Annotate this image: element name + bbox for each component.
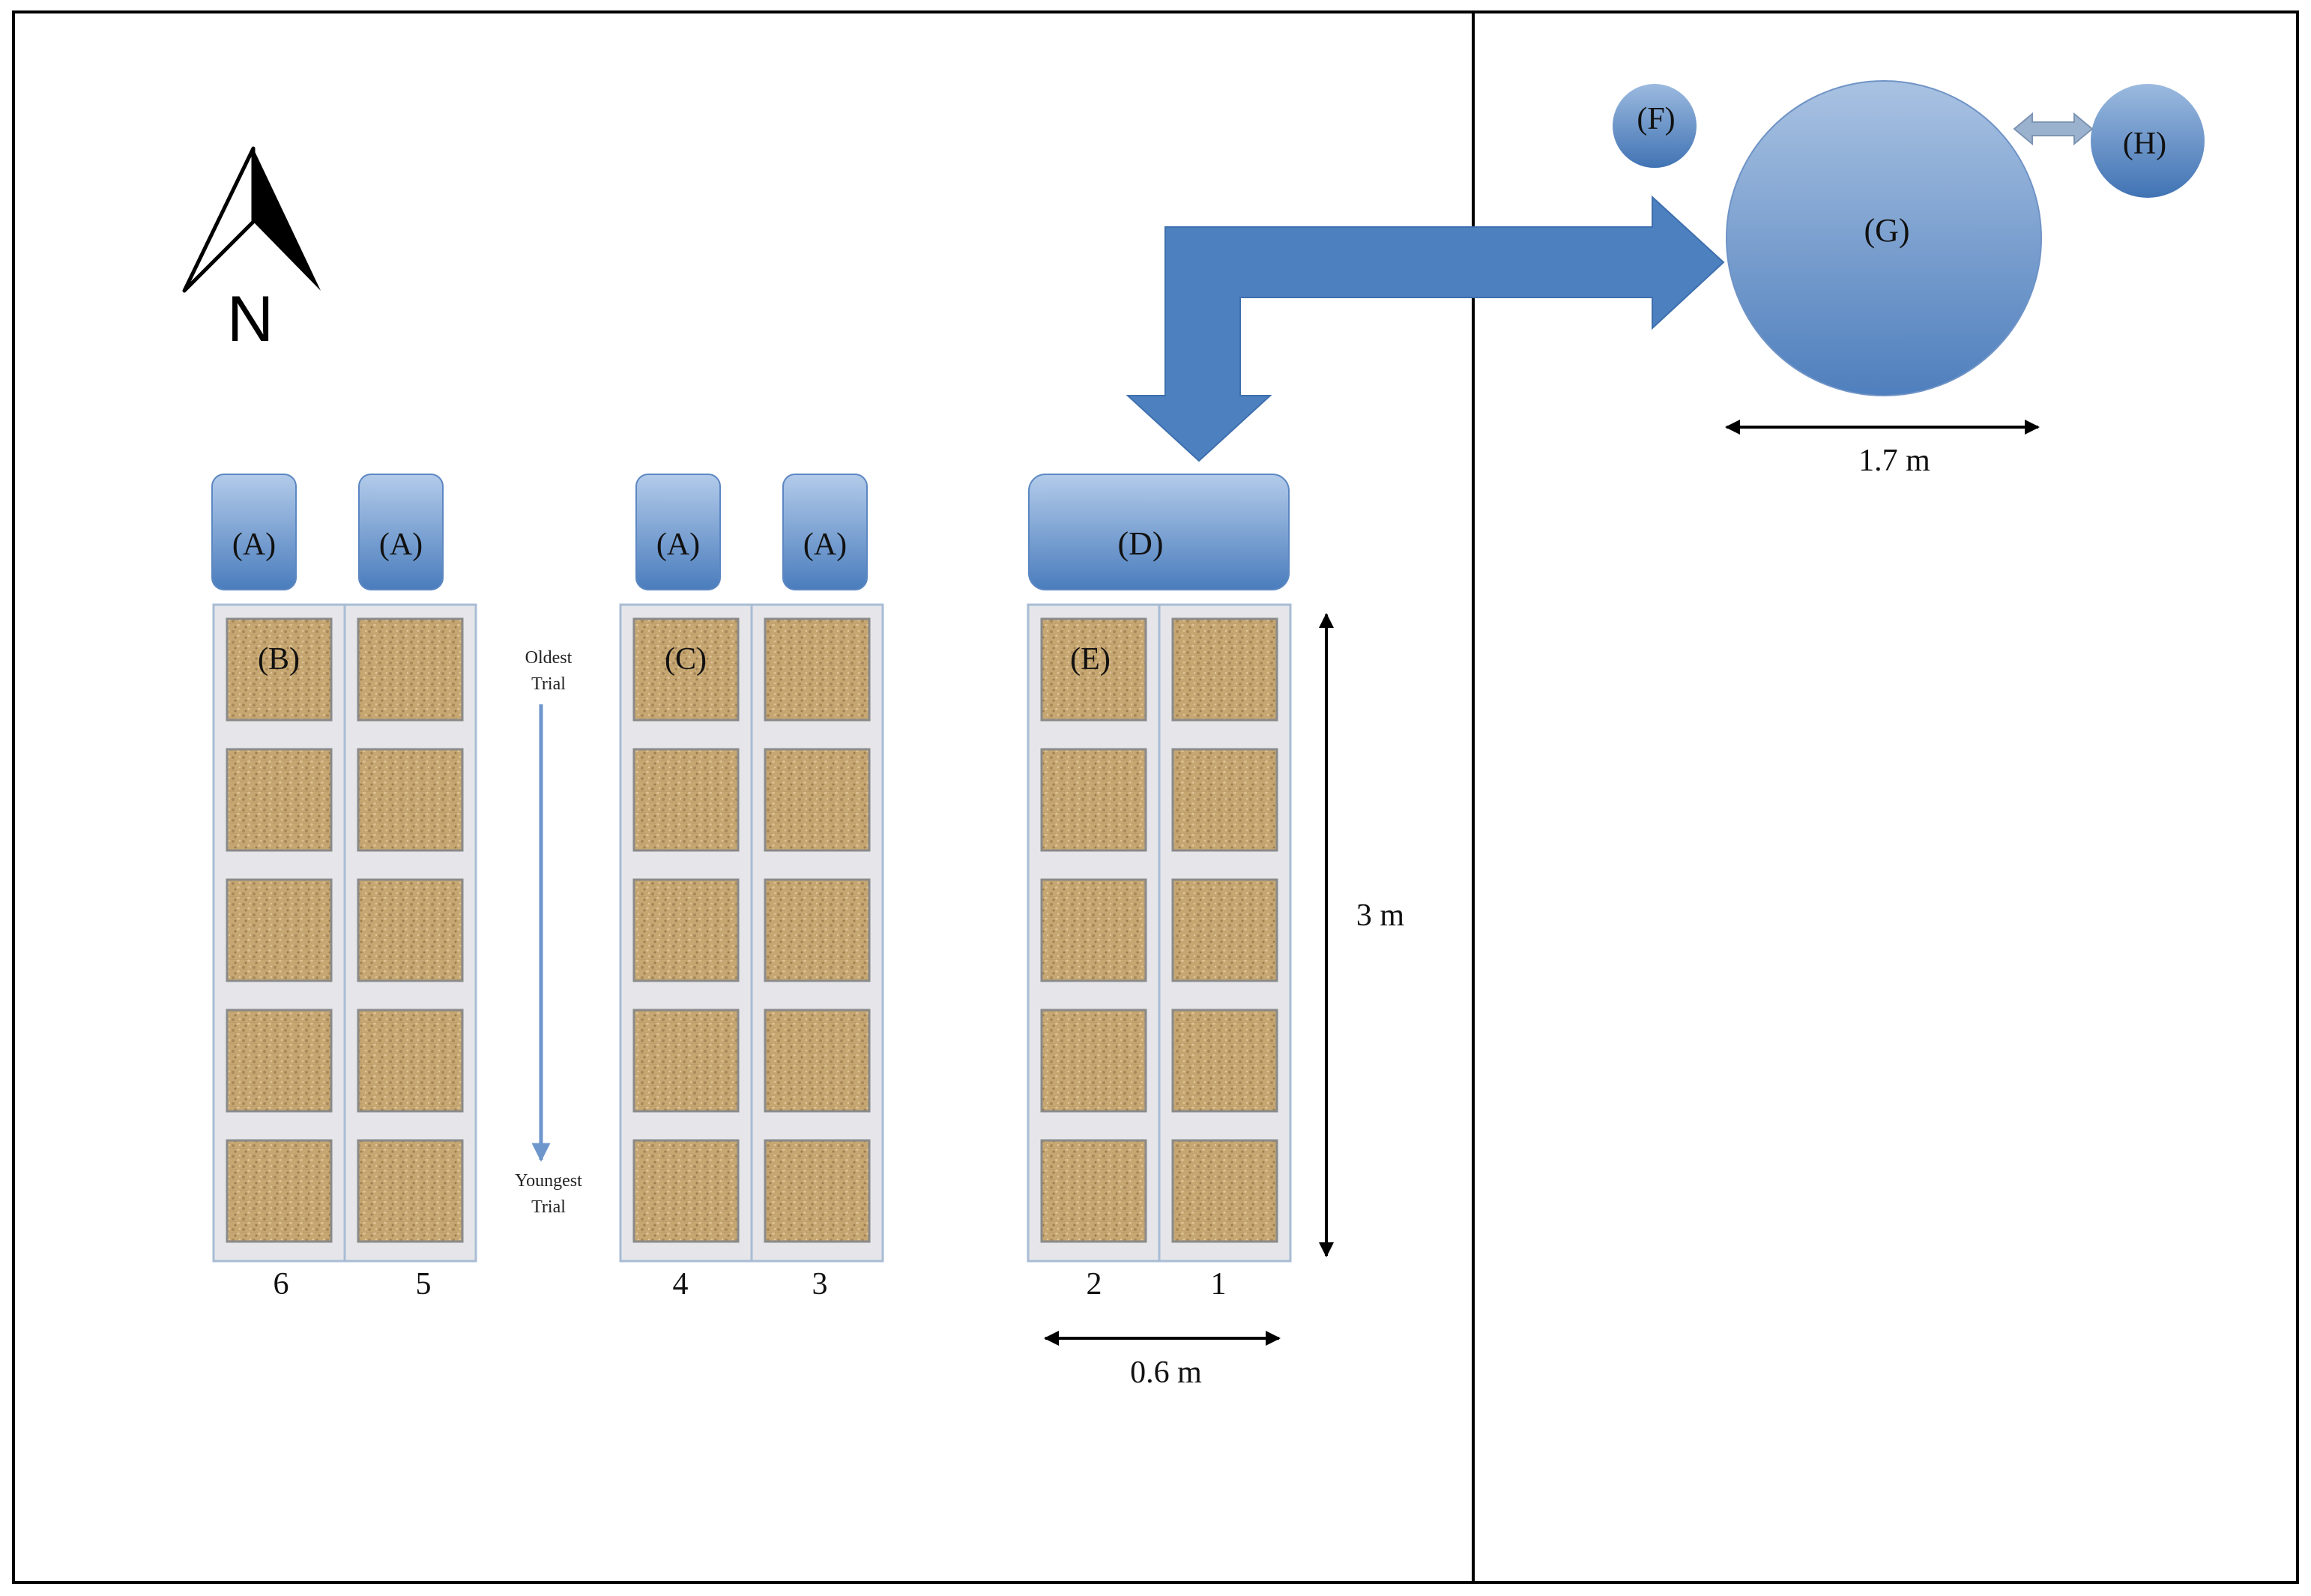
label-f: (F) bbox=[1637, 102, 1675, 136]
circle-g: (G) bbox=[1726, 80, 2042, 396]
height-dimension-label: 3 m bbox=[1356, 898, 1405, 933]
label-c: (C) bbox=[665, 642, 707, 677]
label-e: (E) bbox=[1070, 642, 1111, 677]
circle-f: (F) bbox=[1610, 81, 1700, 171]
column-number-6: 6 bbox=[274, 1267, 289, 1302]
sand-tile bbox=[632, 878, 740, 982]
column-number-2: 2 bbox=[1087, 1267, 1102, 1302]
sand-tile bbox=[226, 1009, 333, 1113]
sand-tile bbox=[1171, 1009, 1278, 1113]
sand-tile bbox=[357, 1139, 464, 1243]
sand-tile bbox=[764, 1009, 871, 1113]
sand-tile bbox=[226, 1139, 333, 1243]
column-number-5: 5 bbox=[416, 1267, 432, 1302]
sand-tile bbox=[357, 617, 464, 722]
sand-tile bbox=[632, 617, 740, 722]
north-arrow-icon bbox=[182, 146, 321, 293]
circle-h: (H) bbox=[2088, 81, 2208, 201]
trial-oldest-line1: Oldest bbox=[525, 648, 573, 668]
sand-tile bbox=[226, 748, 333, 852]
label-a: (A) bbox=[379, 528, 423, 562]
column-number-4: 4 bbox=[673, 1267, 689, 1302]
label-h: (H) bbox=[2123, 127, 2166, 161]
sand-tile bbox=[226, 878, 333, 982]
sand-tile bbox=[357, 1009, 464, 1113]
sand-tile bbox=[1171, 748, 1278, 852]
cap-a-4: (A) bbox=[635, 474, 721, 590]
trial-youngest-line2: Trial bbox=[531, 1197, 566, 1217]
sand-tile bbox=[1171, 617, 1278, 722]
sand-tile bbox=[764, 1139, 871, 1243]
cap-a-3: (A) bbox=[782, 474, 868, 590]
sand-tile bbox=[1040, 878, 1147, 982]
label-a: (A) bbox=[656, 528, 700, 562]
sand-tile bbox=[1040, 617, 1147, 722]
trial-youngest-line1: Youngest bbox=[515, 1171, 582, 1191]
sand-tile bbox=[764, 617, 871, 722]
sand-tile bbox=[764, 748, 871, 852]
sand-tile bbox=[632, 1139, 740, 1243]
sand-tile bbox=[357, 878, 464, 982]
sand-tile bbox=[632, 1009, 740, 1113]
cap-a-5: (A) bbox=[358, 474, 444, 590]
sand-tile bbox=[1040, 1009, 1147, 1113]
diameter-dimension-label: 1.7 m bbox=[1858, 444, 1930, 478]
cap-a-6: (A) bbox=[211, 474, 297, 590]
sand-tile bbox=[632, 748, 740, 852]
sand-tile bbox=[1040, 748, 1147, 852]
column-panels bbox=[212, 603, 1292, 1263]
sand-tile bbox=[226, 617, 333, 722]
exchange-double-arrow bbox=[2013, 112, 2094, 146]
compass-letter: N bbox=[227, 283, 274, 355]
sand-tile bbox=[764, 878, 871, 982]
column-number-3: 3 bbox=[812, 1267, 828, 1302]
sand-tile bbox=[1171, 878, 1278, 982]
outer-frame bbox=[12, 10, 2299, 1584]
label-a: (A) bbox=[232, 528, 276, 562]
trial-oldest-line2: Trial bbox=[531, 674, 566, 694]
width-dimension-label: 0.6 m bbox=[1130, 1355, 1202, 1390]
label-a: (A) bbox=[803, 528, 847, 562]
column-number-1: 1 bbox=[1211, 1267, 1227, 1302]
sand-tile bbox=[1040, 1139, 1147, 1243]
sand-tile bbox=[1171, 1139, 1278, 1243]
cap-d: (D) bbox=[1028, 474, 1290, 590]
flow-arrow bbox=[1126, 195, 1725, 462]
label-g: (G) bbox=[1864, 212, 1909, 249]
label-b: (B) bbox=[258, 642, 300, 677]
sand-tile bbox=[357, 748, 464, 852]
label-d: (D) bbox=[1117, 525, 1163, 562]
